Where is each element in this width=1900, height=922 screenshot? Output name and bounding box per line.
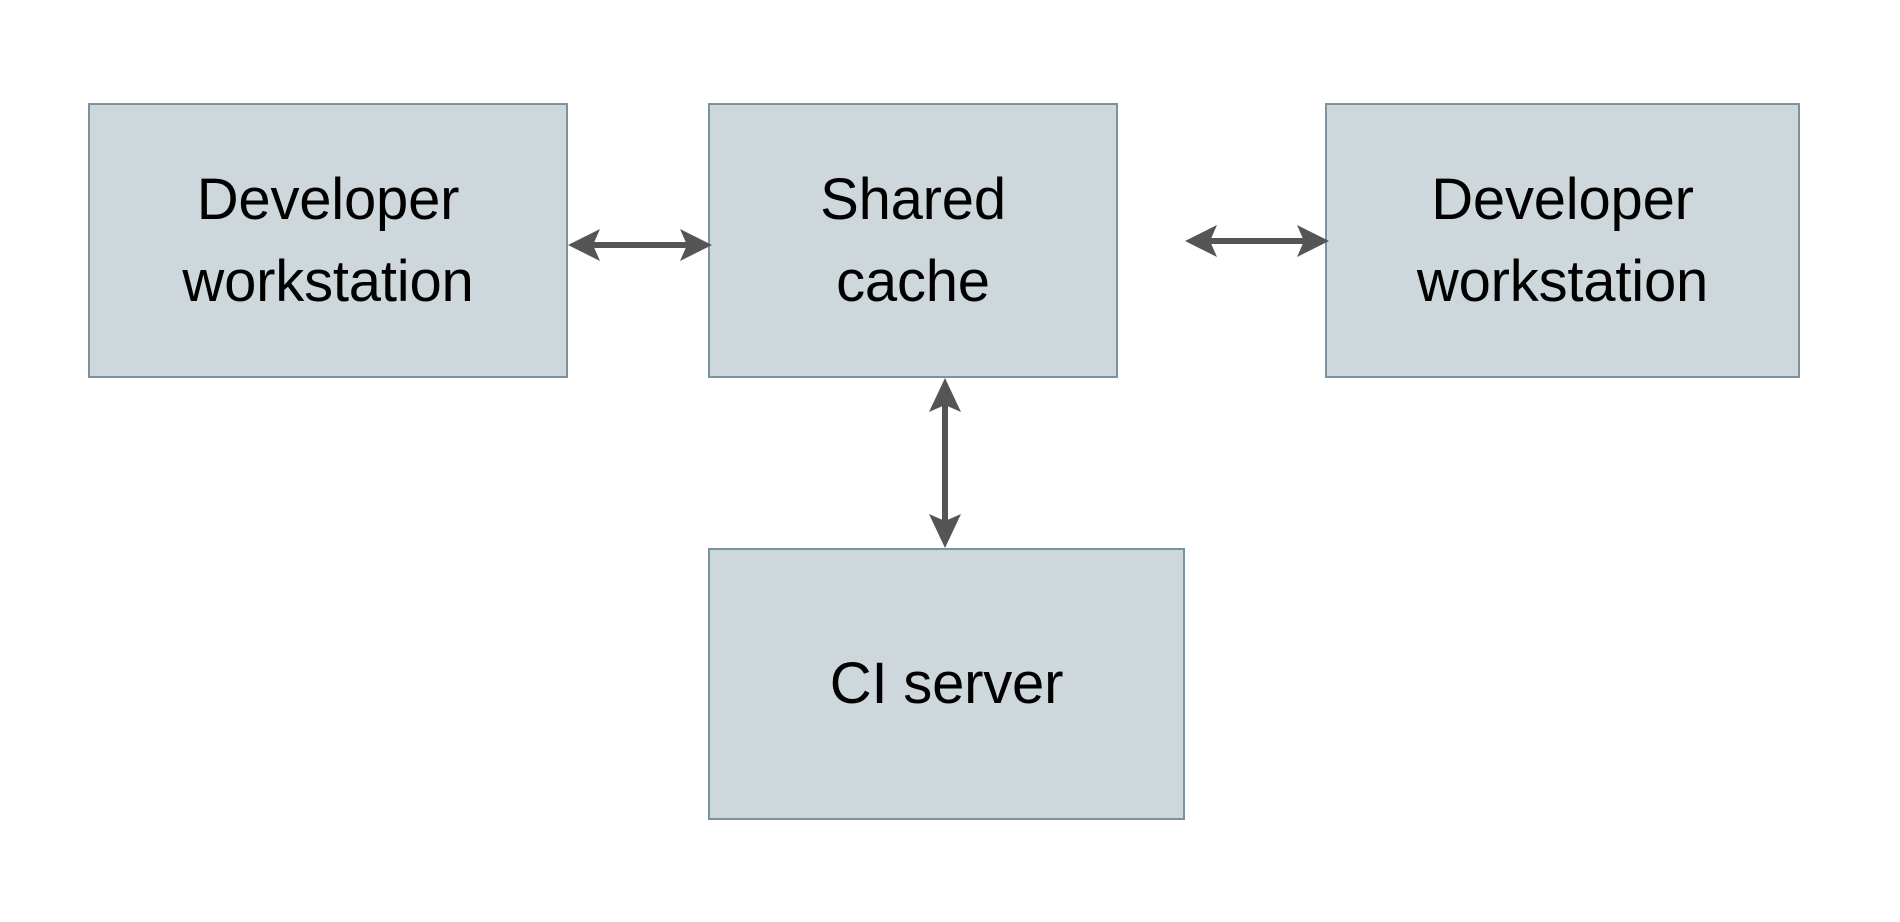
- double-arrow-icon: [1185, 225, 1329, 257]
- node-label: CI server: [829, 651, 1064, 717]
- double-arrow-icon: [568, 229, 712, 261]
- connector-ci-server-to-shared-cache[interactable]: [905, 370, 985, 556]
- connector-shared-cache-to-dev-right[interactable]: [1110, 205, 1336, 285]
- connector-dev-left-to-shared-cache[interactable]: [560, 205, 720, 285]
- node-shared-cache[interactable]: Shared cache: [708, 103, 1118, 378]
- node-ci-server[interactable]: CI server: [708, 548, 1185, 820]
- node-label: Developer workstation: [182, 167, 474, 314]
- node-developer-workstation-right[interactable]: Developer workstation: [1325, 103, 1800, 378]
- node-label: Developer workstation: [1416, 167, 1709, 314]
- double-arrow-icon: [929, 378, 961, 548]
- node-label: Shared cache: [820, 167, 1006, 314]
- node-developer-workstation-left[interactable]: Developer workstation: [88, 103, 568, 378]
